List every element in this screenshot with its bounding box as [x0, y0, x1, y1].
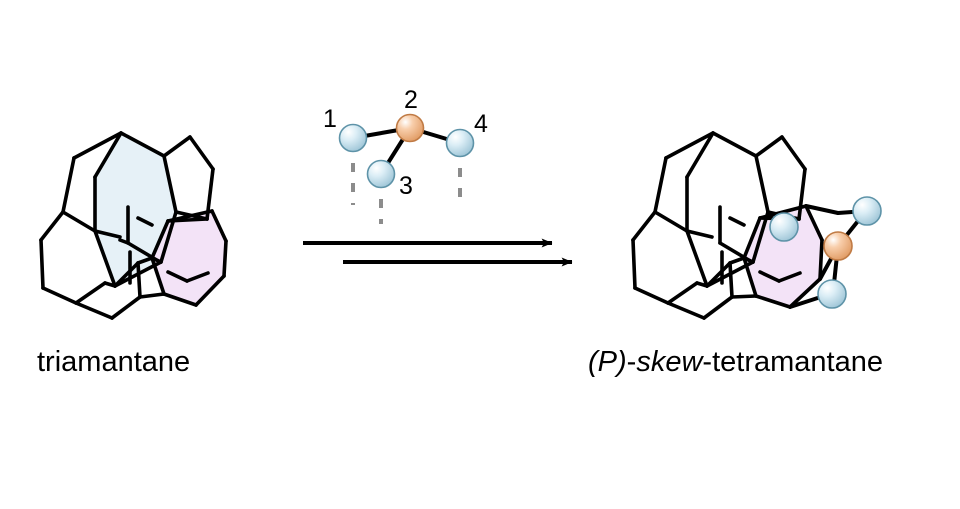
product-cage-bonds: [631, 131, 824, 320]
reagent-atom-3: [366, 159, 396, 189]
product-atom-blue-upper-left: [769, 212, 799, 242]
product-inserted-atoms: [769, 196, 882, 309]
atom-number-1: 1: [323, 105, 337, 133]
reagent-fragment: 1 2 3 4: [323, 86, 488, 224]
product-separator-1: -: [626, 346, 637, 378]
reactant-caption: triamantane: [37, 346, 191, 378]
reactant-cage-bonds: [39, 131, 228, 320]
product-structure: [631, 131, 882, 320]
product-stereodescriptor: (P): [588, 346, 627, 378]
reagent-atom-2: [395, 113, 425, 143]
product-atom-orange-center: [823, 231, 853, 261]
atom-number-2: 2: [404, 86, 418, 114]
reagent-dangling-bonds: [351, 163, 462, 224]
product-caption: (P)-skew-tetramantane: [588, 348, 883, 377]
reactant-structure: [39, 131, 228, 320]
reagent-atom-1: [338, 123, 368, 153]
product-bond-cage-to-blue-a: [804, 204, 840, 215]
product-separator-2: -: [702, 346, 713, 378]
product-atom-blue-lower: [817, 279, 847, 309]
atom-number-4: 4: [474, 110, 488, 138]
reagent-atom-numbers: 1 2 3 4: [323, 86, 488, 200]
reagent-atom-4: [445, 128, 475, 158]
product-shape-descriptor: skew: [636, 346, 703, 378]
reagent-atoms: [338, 113, 475, 189]
reaction-arrow-group: [303, 238, 573, 267]
product-base-name: tetramantane: [712, 346, 883, 378]
atom-number-3: 3: [399, 172, 413, 200]
product-atom-blue-upper-right: [852, 196, 882, 226]
